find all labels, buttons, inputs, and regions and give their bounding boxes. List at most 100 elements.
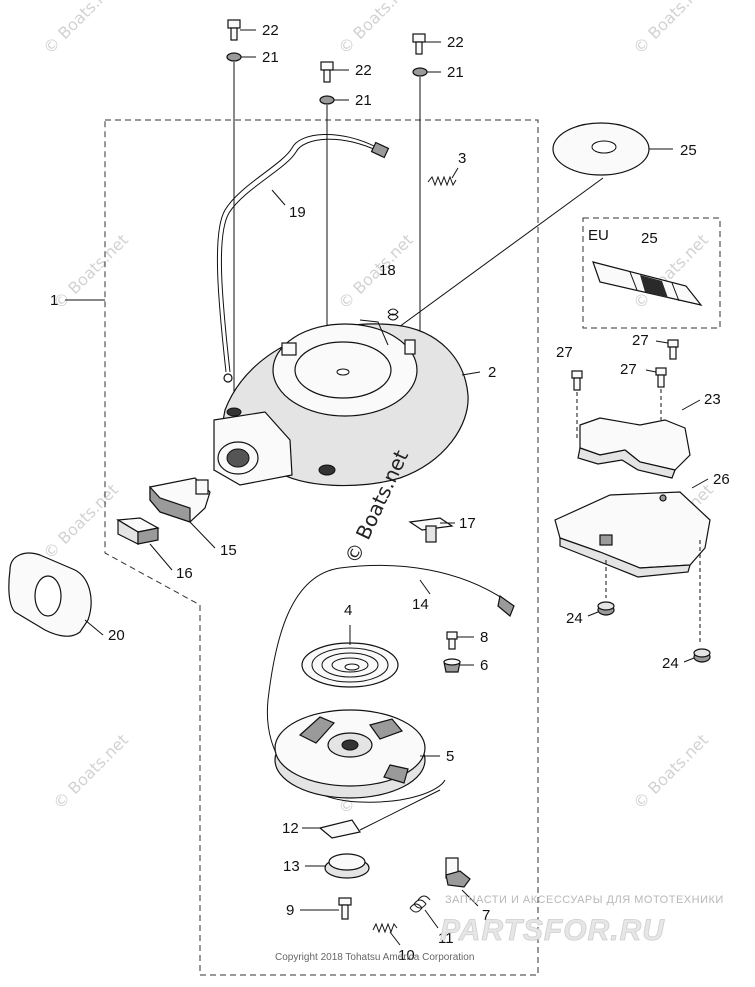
callout-22: 22: [447, 34, 464, 51]
callout-23: 23: [704, 391, 721, 408]
callout-27: 27: [632, 332, 649, 349]
callout-3: 3: [458, 150, 466, 167]
leader-16: [149, 543, 173, 571]
eu-box-label: EU: [588, 227, 609, 244]
leader-23: [681, 399, 701, 411]
throttle-wire-19-outer: [220, 138, 381, 373]
grommet-24-left: [597, 601, 615, 616]
callout-24: 24: [566, 610, 583, 627]
throttle-wire-19: [216, 133, 379, 373]
callout-16: 16: [176, 565, 193, 582]
bolt-22-middle: [320, 61, 334, 83]
recoil-spring-4: [301, 642, 399, 688]
washer-21-middle: [319, 95, 335, 105]
watermark: © Boats.net: [39, 480, 121, 562]
starter-case-2: [213, 319, 469, 487]
leader-24-left: [587, 611, 599, 617]
callout-2: 2: [488, 364, 496, 381]
callout-24: 24: [662, 655, 679, 672]
callout-5: 5: [446, 748, 454, 765]
leader-10: [389, 931, 401, 946]
bracket-17: [408, 517, 454, 543]
assembly-boundary: [104, 119, 539, 976]
bolt-27-middle: [655, 367, 667, 388]
leader-14: [419, 579, 431, 595]
callout-21: 21: [262, 49, 279, 66]
hardware-leaders: [233, 29, 441, 470]
callout-7: 7: [482, 907, 490, 924]
reel-5: [274, 709, 426, 799]
leader-15: [189, 521, 216, 549]
watermark: © Boats.net: [49, 730, 131, 812]
start-handle-15: [149, 477, 211, 523]
leader-7: [461, 889, 479, 907]
leader-19: [271, 189, 286, 206]
copyright-notice: Copyright 2018 Tohatsu America Corporati…: [275, 952, 474, 963]
cover-26: [554, 491, 711, 578]
callout-13: 13: [283, 858, 300, 875]
spring-18: [387, 308, 399, 321]
callout-1: 1: [50, 292, 58, 309]
bolt-27-right: [667, 339, 679, 360]
bolt-22-left: [227, 19, 241, 41]
watermark: © Boats.net: [629, 730, 711, 812]
leader-27-right: [655, 340, 669, 344]
callout-22: 22: [355, 62, 372, 79]
promo-logo: PARTSFOR.RU: [440, 914, 665, 947]
decal-hole: [591, 140, 617, 154]
watermark: © Boats.net: [39, 0, 121, 58]
starter-rope-14: [266, 564, 506, 803]
leader-26: [691, 478, 709, 489]
callout-21: 21: [447, 64, 464, 81]
callout-11: 11: [438, 930, 454, 947]
leader-27-middle: [645, 369, 657, 373]
bolt-8: [446, 631, 458, 650]
cover-23: [577, 417, 691, 479]
callout-8: 8: [480, 629, 488, 646]
leader-3: [451, 167, 459, 179]
callout-21: 21: [355, 92, 372, 109]
callout-14: 14: [412, 596, 429, 613]
spring-11: [409, 895, 431, 913]
callout-26: 26: [713, 471, 730, 488]
washer-6: [443, 658, 461, 673]
washer-21-left: [226, 52, 242, 62]
washer-21-right: [412, 67, 428, 77]
callout-19: 19: [289, 204, 306, 221]
callout-27: 27: [556, 344, 573, 361]
watermark: © Boats.net: [334, 0, 416, 58]
callout-9: 9: [286, 902, 294, 919]
callout-25: 25: [680, 142, 697, 159]
leader-24-right: [683, 657, 695, 663]
spring-3: [427, 175, 457, 187]
ratchet-7: [445, 857, 471, 888]
callout-25: 25: [641, 230, 658, 247]
eu-box: [582, 217, 721, 329]
gasket-20: [8, 552, 92, 637]
callout-4: 4: [344, 602, 352, 619]
callout-12: 12: [282, 820, 299, 837]
grommet-24-right: [693, 648, 711, 663]
bolt-9: [338, 897, 352, 920]
leader-2: [461, 371, 481, 376]
wire-end-fitting: [370, 141, 390, 159]
eu-warning-label-25: [592, 261, 703, 306]
pawl-12: [318, 819, 361, 839]
watermark: © Boats.net: [629, 0, 711, 58]
leader-20: [84, 619, 104, 636]
callout-18: 18: [379, 262, 396, 279]
callout-labels: 22 21 22 21 22 21 25 25 3 19 18 1 2 27 2…: [50, 22, 730, 964]
bolt-22-right: [412, 33, 426, 55]
wire-end-ring: [223, 373, 233, 383]
callout-22: 22: [262, 22, 279, 39]
pawl-alignment-line: [359, 789, 441, 831]
callout-6: 6: [480, 657, 488, 674]
rope-end: [497, 594, 515, 617]
leader-11: [424, 909, 439, 929]
handle-insert-16: [116, 517, 160, 545]
promo-tagline: ЗАПЧАСТИ И АКСЕССУАРЫ ДЛЯ МОТОТЕХНИКИ: [445, 894, 724, 906]
callout-15: 15: [220, 542, 237, 559]
callout-20: 20: [108, 627, 125, 644]
spring-10: [372, 922, 398, 934]
